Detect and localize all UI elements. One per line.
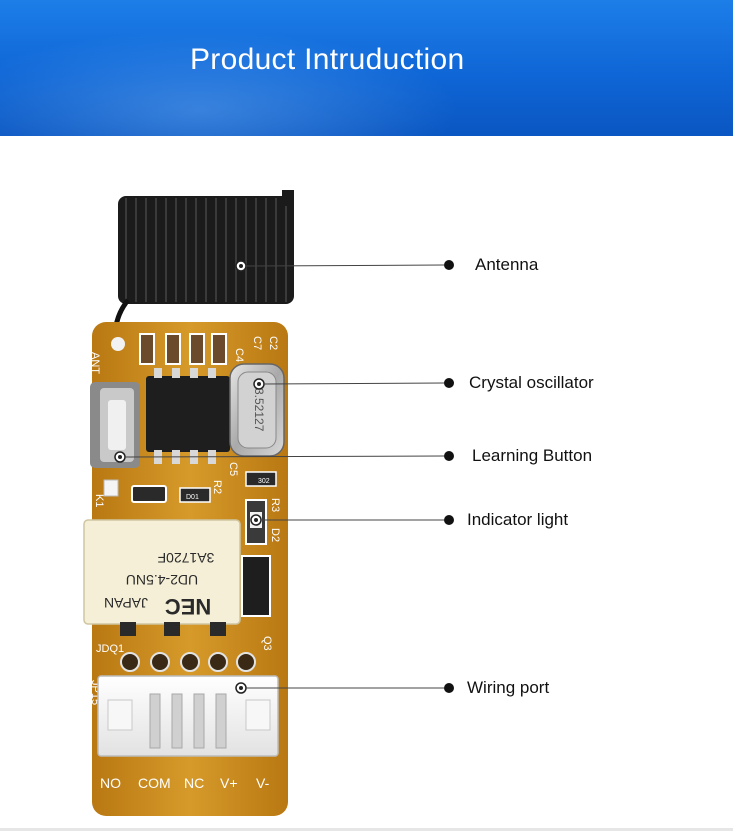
silk-k1: K1 <box>93 494 105 507</box>
solder-pads <box>120 652 256 672</box>
header-banner: Product Intruduction <box>0 0 733 136</box>
callout-antenna <box>235 260 454 272</box>
terminal-com: COM <box>138 775 171 791</box>
silk-302: 302 <box>258 478 270 485</box>
relay-line1: 3A1720F <box>158 550 215 566</box>
small-components: D01 302 <box>103 471 277 545</box>
page-title: Product Intruduction <box>190 43 465 76</box>
callout-learning <box>114 451 454 463</box>
relay-country: JAPAN <box>104 595 148 611</box>
callout-indicator <box>250 514 454 526</box>
callout-crystal <box>253 378 454 390</box>
relay: 3A1720F UD2-4.5NU NEC JAPAN <box>83 519 241 625</box>
silk-c2: C2 <box>267 336 279 350</box>
silk-r3: R3 <box>269 498 281 512</box>
crystal-marking: 3.52127 <box>252 388 266 432</box>
transistor <box>241 555 271 617</box>
antenna-coil <box>112 190 294 348</box>
header-glow <box>0 30 460 136</box>
crystal-oscillator: 3.52127 <box>229 363 285 457</box>
ic-chip <box>146 368 230 464</box>
wiring-connector <box>97 675 279 757</box>
terminal-vminus: V- <box>256 775 270 791</box>
label-antenna: Antenna <box>475 255 539 274</box>
relay-pins <box>120 622 226 636</box>
learning-button-switch <box>90 382 140 468</box>
silk-d2: D2 <box>269 528 281 542</box>
relay-brand: NEC <box>165 594 212 619</box>
antenna-pad <box>111 337 125 351</box>
silk-c4: C4 <box>233 348 245 362</box>
silk-ant: ANT <box>89 352 101 374</box>
silk-jdq1: JDQ1 <box>96 643 124 655</box>
silk-r2: R2 <box>211 480 223 494</box>
label-crystal-oscillator: Crystal oscillator <box>469 373 594 392</box>
terminal-no: NO <box>100 775 121 791</box>
silk-d01: D01 <box>186 494 199 501</box>
silk-c5: C5 <box>227 462 239 476</box>
bottom-divider <box>0 828 733 831</box>
label-learning-button: Learning Button <box>472 446 593 465</box>
top-capacitors <box>139 333 227 365</box>
silk-q3: Q3 <box>261 636 273 651</box>
terminal-nc: NC <box>184 775 204 791</box>
label-wiring-port: Wiring port <box>467 678 550 697</box>
silk-c7: C7 <box>251 336 263 350</box>
terminal-labels: NO COM NC V+ V- <box>100 775 270 791</box>
relay-line2: UD2-4.5NU <box>126 572 198 588</box>
label-indicator-light: Indicator light <box>467 510 569 529</box>
callout-wiring <box>235 682 454 694</box>
terminal-vplus: V+ <box>220 775 238 791</box>
